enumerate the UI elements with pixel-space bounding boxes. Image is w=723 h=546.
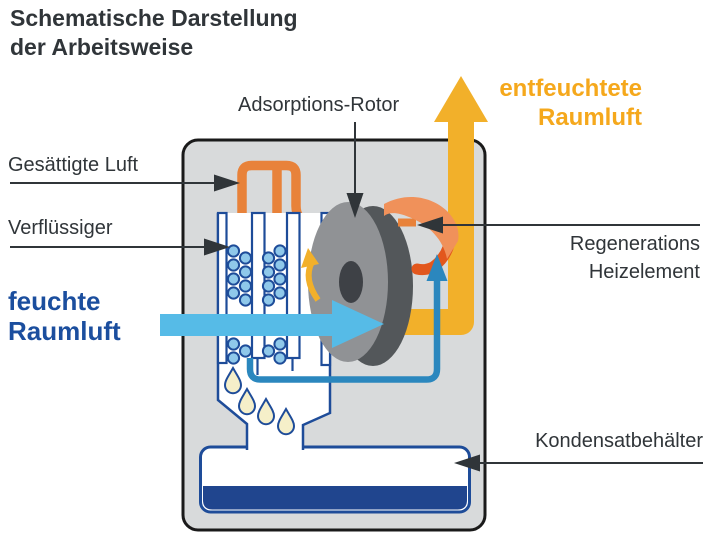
label-saturated-air: Gesättigte Luft xyxy=(8,154,139,176)
regeneration-air-arrowhead xyxy=(426,254,448,281)
label-dehumidified-air-line1: entfeuchtete xyxy=(499,75,642,102)
saturated-air-pipe-stub xyxy=(398,218,416,227)
adsorption-rotor xyxy=(308,202,413,366)
diagram-title: Schematische Darstellung der Arbeitsweis… xyxy=(10,4,298,62)
label-humid-air-line1: feuchte xyxy=(8,286,101,316)
regeneration-air-pipe xyxy=(246,279,441,383)
leader-lines xyxy=(10,122,703,464)
arrowhead-saturated-air xyxy=(214,174,240,192)
condensate-water xyxy=(203,486,467,510)
rotor-hub xyxy=(339,261,363,303)
label-humid-air: feuchte Raumluft xyxy=(8,286,121,346)
arrowhead-condenser xyxy=(204,238,230,256)
humid-air-arrow xyxy=(160,300,384,348)
diagram-title-line2: der Arbeitsweise xyxy=(10,34,194,60)
label-condensate-tank: Kondensatbehälter xyxy=(535,430,703,452)
label-adsorption-rotor: Adsorptions-Rotor xyxy=(238,94,400,116)
label-regeneration-heater-line2: Heizelement xyxy=(588,261,700,283)
condenser-plate xyxy=(285,211,301,360)
arrowhead-regeneration-heater xyxy=(417,216,443,234)
arrowhead-condensate-tank xyxy=(454,454,480,472)
diagram-title-line1: Schematische Darstellung xyxy=(10,5,298,31)
condensate-droplets xyxy=(223,365,296,436)
label-condenser: Verflüssiger xyxy=(8,217,113,239)
label-regeneration-heater: Regenerations Heizelement xyxy=(510,230,700,286)
label-dehumidified-air-line2: Raumluft xyxy=(538,104,642,131)
exhaust-duct xyxy=(404,120,474,335)
exhaust-air-arrowhead xyxy=(434,76,488,122)
condensation-bubbles xyxy=(226,244,287,365)
label-dehumidified-air: entfeuchtete Raumluft xyxy=(440,74,642,132)
arrowhead-adsorption-rotor xyxy=(346,193,364,218)
label-humid-air-line2: Raumluft xyxy=(8,316,121,346)
leader-arrowheads xyxy=(204,174,480,472)
heater-body xyxy=(384,196,459,259)
label-regeneration-heater-line1: Regenerations xyxy=(569,233,700,255)
rotor-rotation-arrow xyxy=(301,248,321,302)
condenser-plate xyxy=(216,211,228,365)
